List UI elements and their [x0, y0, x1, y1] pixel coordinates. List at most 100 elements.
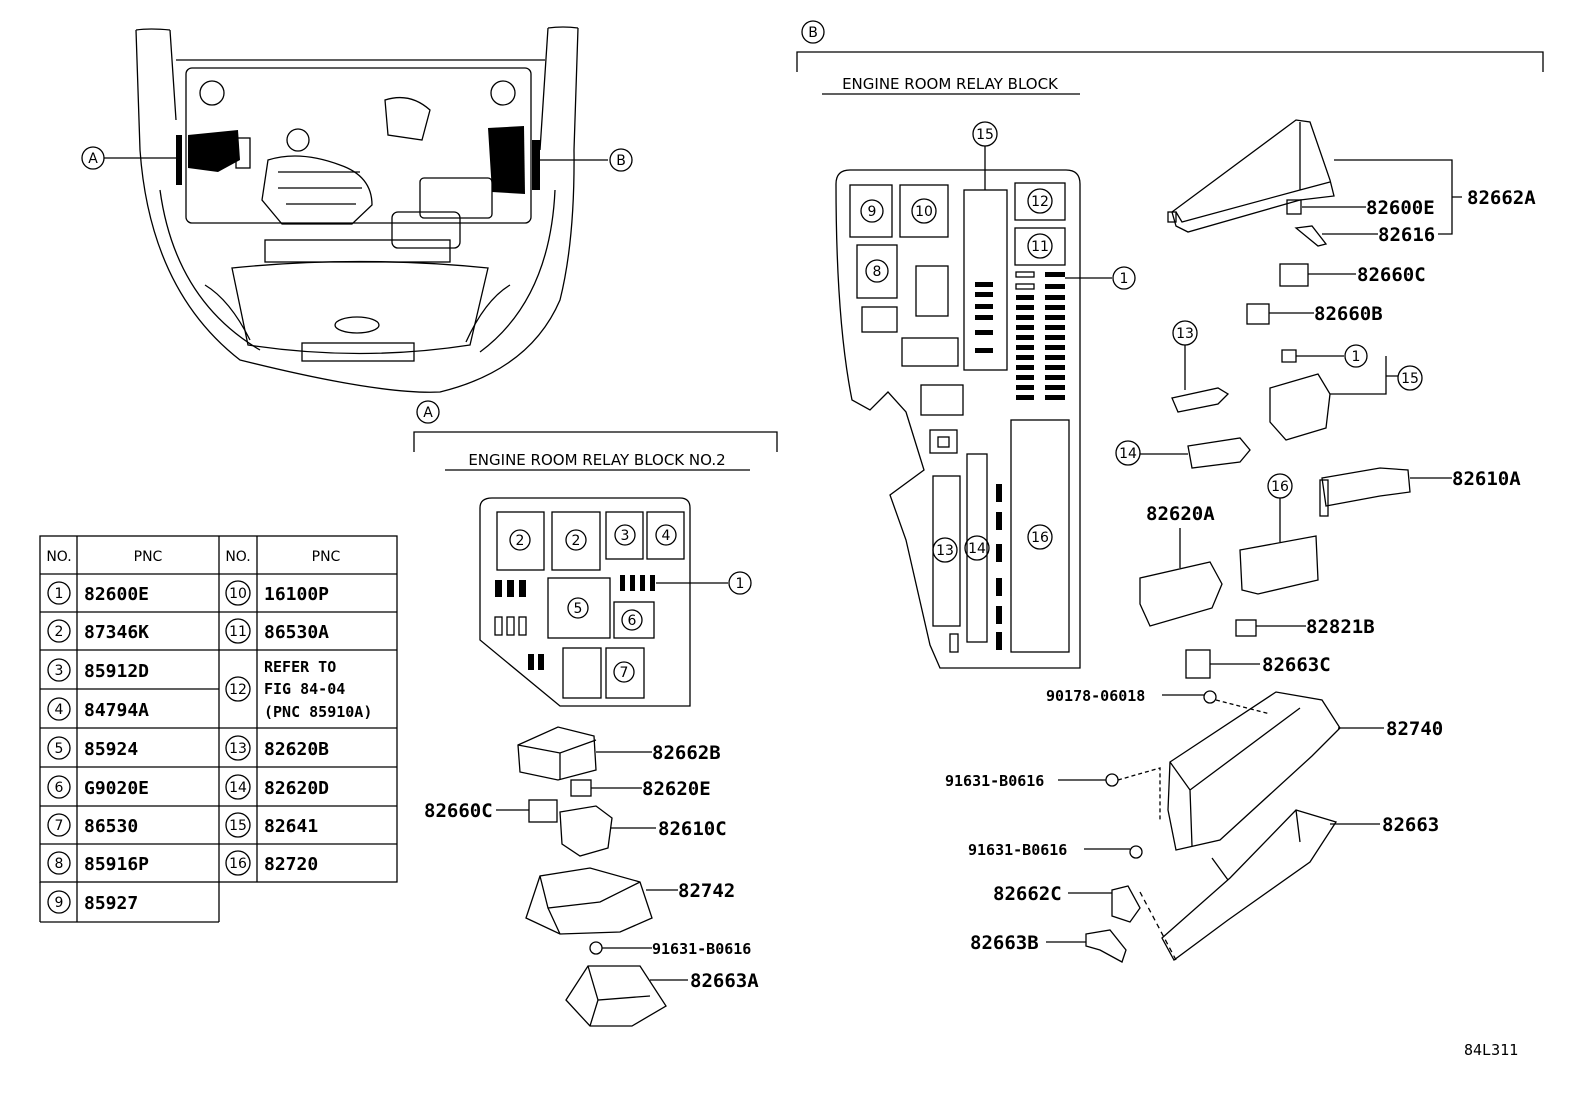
table-header-pnc-right: PNC [312, 549, 341, 565]
table-row-pnc: 82641 [264, 816, 318, 837]
table-header-pnc-left: PNC [134, 549, 163, 565]
part-b-callout-16: 16 [1271, 479, 1289, 495]
table-row-no: 10 [229, 586, 247, 602]
table-row-no: 15 [229, 818, 247, 834]
table-row-no: 13 [229, 741, 247, 757]
table-row-no: 7 [55, 818, 64, 834]
section-b-title: ENGINE ROOM RELAY BLOCK [842, 75, 1059, 93]
part-82663a-label: 82663A [690, 970, 759, 992]
part-82616-label: 82616 [1378, 224, 1435, 246]
table-row-no: 2 [55, 624, 64, 640]
block-a-cell-2b: 2 [572, 533, 581, 549]
part-82610c-label: 82610C [658, 818, 727, 840]
pnc-table: NO. PNC NO. PNC 1 82600E 2 87346K 3 8591… [39, 535, 398, 923]
section-b-letter: B [808, 25, 818, 41]
table-row-pnc: 82720 [264, 854, 318, 875]
part-91631-b0616-a-label: 91631-B0616 [652, 940, 751, 958]
table-row-pnc: 82620B [264, 739, 329, 760]
section-b-header: B ENGINE ROOM RELAY BLOCK [796, 20, 1544, 95]
relay-block-a: 2 2 3 4 5 6 7 1 [479, 497, 752, 707]
table-row-pnc: 16100P [264, 584, 329, 605]
part-82600e-label: 82600E [1366, 197, 1435, 219]
table-row-no: 11 [229, 624, 247, 640]
block-b-cell-13: 13 [936, 543, 954, 559]
block-a-callout-1: 1 [736, 576, 745, 592]
part-b-callout-1: 1 [1352, 349, 1361, 365]
block-b-callout-15: 15 [976, 127, 994, 143]
table-row-no: 6 [55, 780, 64, 796]
part-82821b-label: 82821B [1306, 616, 1375, 638]
block-b-cell-12: 12 [1031, 194, 1049, 210]
part-b-callout-14: 14 [1119, 446, 1137, 462]
overview-callout-a: A [88, 151, 98, 167]
table-header-no-left: NO. [46, 549, 71, 565]
part-82660c-b-label: 82660C [1357, 264, 1426, 286]
section-a-header: A ENGINE ROOM RELAY BLOCK NO.2 [413, 400, 778, 471]
part-82660c-a-label: 82660C [424, 800, 493, 822]
block-a-cell-2a: 2 [516, 533, 525, 549]
table-row-pnc: 86530 [84, 816, 138, 837]
block-b-cell-10: 10 [915, 204, 933, 220]
part-82620a-label: 82620A [1146, 503, 1215, 525]
part-82662b-label: 82662B [652, 742, 721, 764]
part-82663b-label: 82663B [970, 932, 1039, 954]
table-row-pnc: 82620D [264, 778, 329, 799]
table-row-pnc: 85927 [84, 893, 138, 914]
table-row-no: 5 [55, 741, 64, 757]
section-a-title: ENGINE ROOM RELAY BLOCK NO.2 [468, 451, 725, 469]
table-row-pnc: 85912D [84, 661, 149, 682]
part-82660b-label: 82660B [1314, 303, 1383, 325]
block-b-cell-14: 14 [968, 541, 986, 557]
section-a-letter: A [423, 405, 433, 421]
table-row-no: 4 [55, 702, 64, 718]
table-row-pnc: 87346K [84, 622, 149, 643]
block-a-cell-4: 4 [662, 528, 671, 544]
block-b-callout-1: 1 [1120, 271, 1129, 287]
table-row-pnc: 82600E [84, 584, 149, 605]
table-row-no: 14 [229, 780, 247, 796]
part-82662c-label: 82662C [993, 883, 1062, 905]
block-b-cell-9: 9 [868, 204, 877, 220]
table-row-no: 16 [229, 856, 247, 872]
table-row-pnc: G9020E [84, 778, 149, 799]
table-header-no-right: NO. [225, 549, 250, 565]
part-b-callout-15: 15 [1401, 371, 1419, 387]
relay-block-b: 9 10 12 11 8 13 14 16 15 1 [835, 121, 1136, 669]
part-91631-b0616-b1-label: 91631-B0616 [945, 772, 1044, 790]
part-82742-label: 82742 [678, 880, 735, 902]
part-82662a-label: 82662A [1467, 187, 1536, 209]
part-82620e-label: 82620E [642, 778, 711, 800]
table-row-no: 1 [55, 586, 64, 602]
section-a-parts: 82662B 82620E 82660C 82610C 82742 91631-… [424, 726, 759, 1027]
block-a-cell-5: 5 [574, 601, 583, 617]
table-row-pnc: 85916P [84, 854, 149, 875]
table-row-pnc: 86530A [264, 622, 329, 643]
table-row-no: 9 [55, 895, 64, 911]
part-82663-label: 82663 [1382, 814, 1439, 836]
table-row-pnc-line: REFER TO [264, 658, 336, 676]
table-row-no: 12 [229, 682, 247, 698]
table-row-pnc-line: FIG 84-04 [264, 680, 345, 698]
vehicle-overview-illustration: A B [81, 26, 633, 393]
block-a-cell-6: 6 [628, 613, 637, 629]
block-a-cell-3: 3 [621, 528, 630, 544]
overview-callout-b: B [616, 153, 626, 169]
table-row-pnc-line: (PNC 85910A) [264, 703, 372, 721]
table-row-no: 8 [55, 856, 64, 872]
part-91631-b0616-b2-label: 91631-B0616 [968, 841, 1067, 859]
table-row-no: 3 [55, 663, 64, 679]
block-a-cell-7: 7 [620, 665, 629, 681]
table-row-pnc: 85924 [84, 739, 138, 760]
block-b-fuses [975, 271, 1065, 650]
part-82740-label: 82740 [1386, 718, 1443, 740]
table-row-pnc: 84794A [84, 700, 149, 721]
section-b-parts: 82662A 82600E 82616 82660C 82660B 13 1 1… [945, 119, 1536, 963]
part-90178-06018-label: 90178-06018 [1046, 687, 1145, 705]
figure-code: 84L311 [1464, 1041, 1518, 1059]
block-b-cell-8: 8 [873, 264, 882, 280]
part-82663c-label: 82663C [1262, 654, 1331, 676]
block-b-cell-11: 11 [1031, 239, 1049, 255]
part-82610a-label: 82610A [1452, 468, 1521, 490]
part-b-callout-13: 13 [1176, 326, 1194, 342]
